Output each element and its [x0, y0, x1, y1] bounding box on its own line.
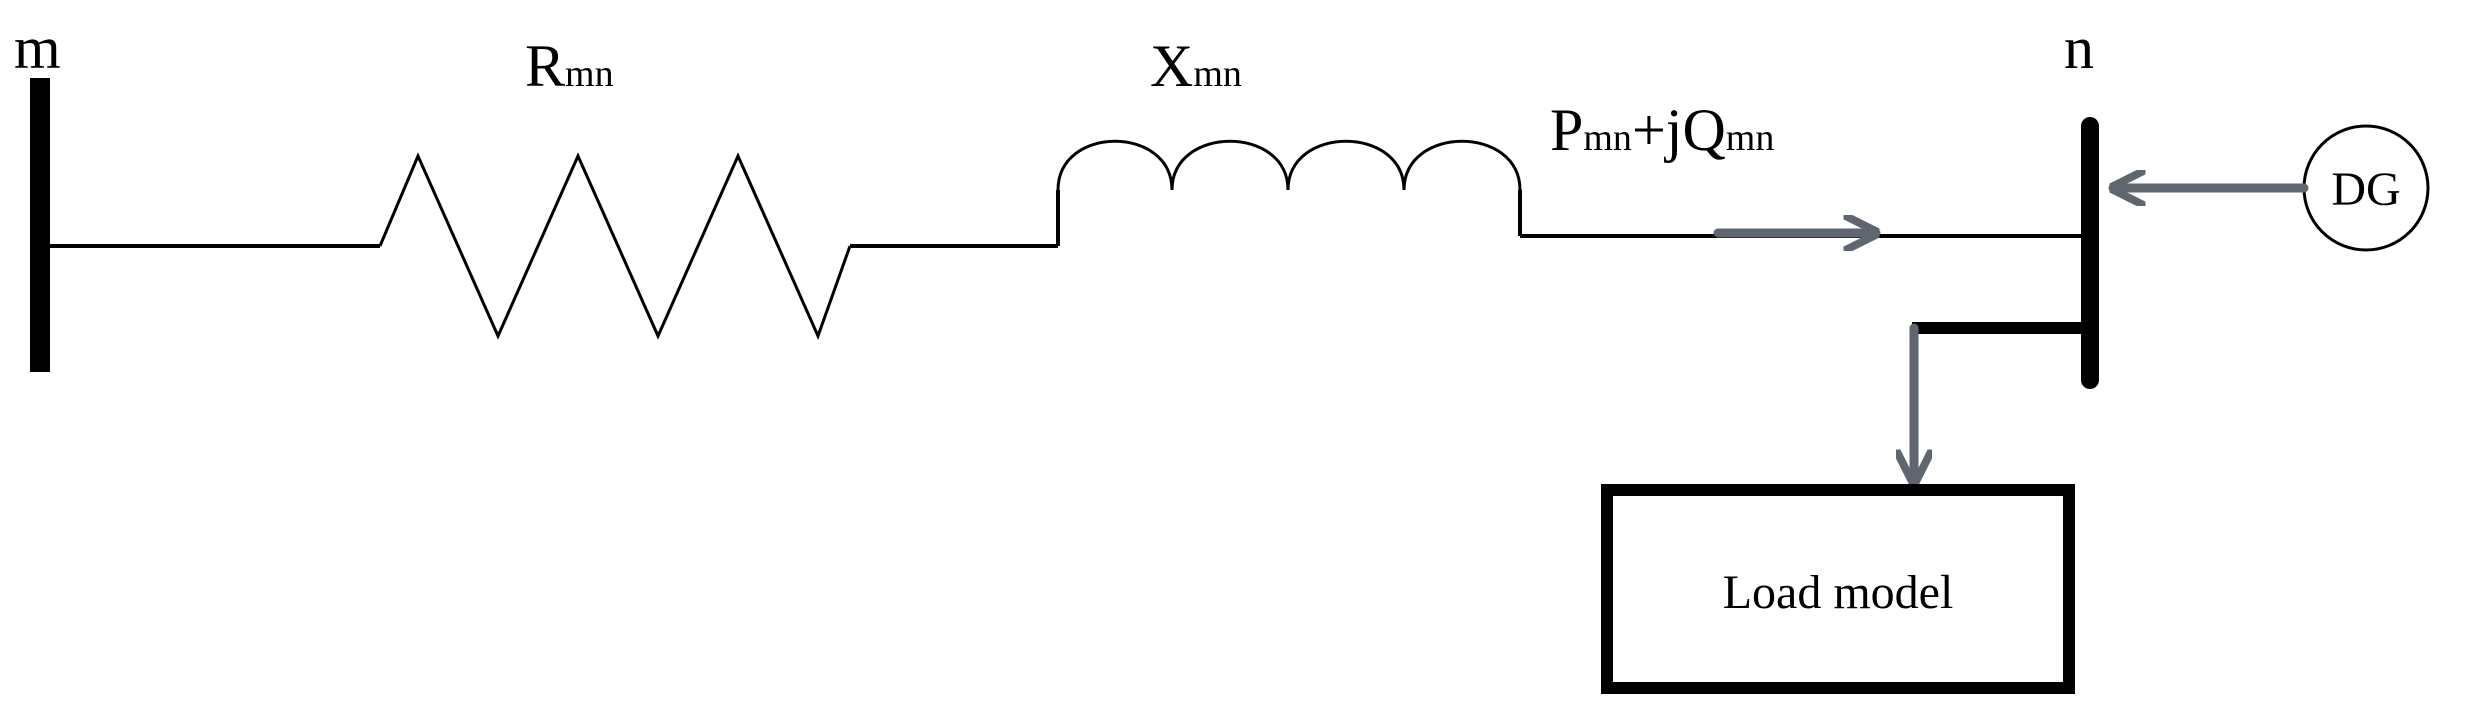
resistance-label: Rmn	[525, 33, 614, 99]
resistance-symbol: R	[525, 33, 565, 99]
dg-label: DG	[2331, 163, 2400, 216]
active-power-subscript: mn	[1583, 117, 1632, 159]
load-model-label: Load model	[1723, 566, 1954, 619]
reactive-power-subscript: mn	[1726, 117, 1775, 159]
reactance-subscript: mn	[1193, 53, 1242, 95]
power-flow-label: Pmn+jQmn	[1550, 97, 1774, 163]
inductor-symbol	[1056, 139, 1522, 191]
load-model-box	[1601, 484, 2075, 694]
active-power-symbol: P	[1550, 97, 1583, 163]
reactance-label: Xmn	[1150, 33, 1242, 99]
resistance-subscript: mn	[565, 53, 614, 95]
reactance-symbol: X	[1150, 33, 1193, 99]
node-n-label: n	[2064, 15, 2094, 81]
plus-j-operator: +j	[1632, 97, 1683, 163]
reactive-power-symbol: Q	[1682, 97, 1725, 163]
node-m-label: m	[14, 15, 61, 81]
resistor-symbol	[378, 152, 852, 341]
